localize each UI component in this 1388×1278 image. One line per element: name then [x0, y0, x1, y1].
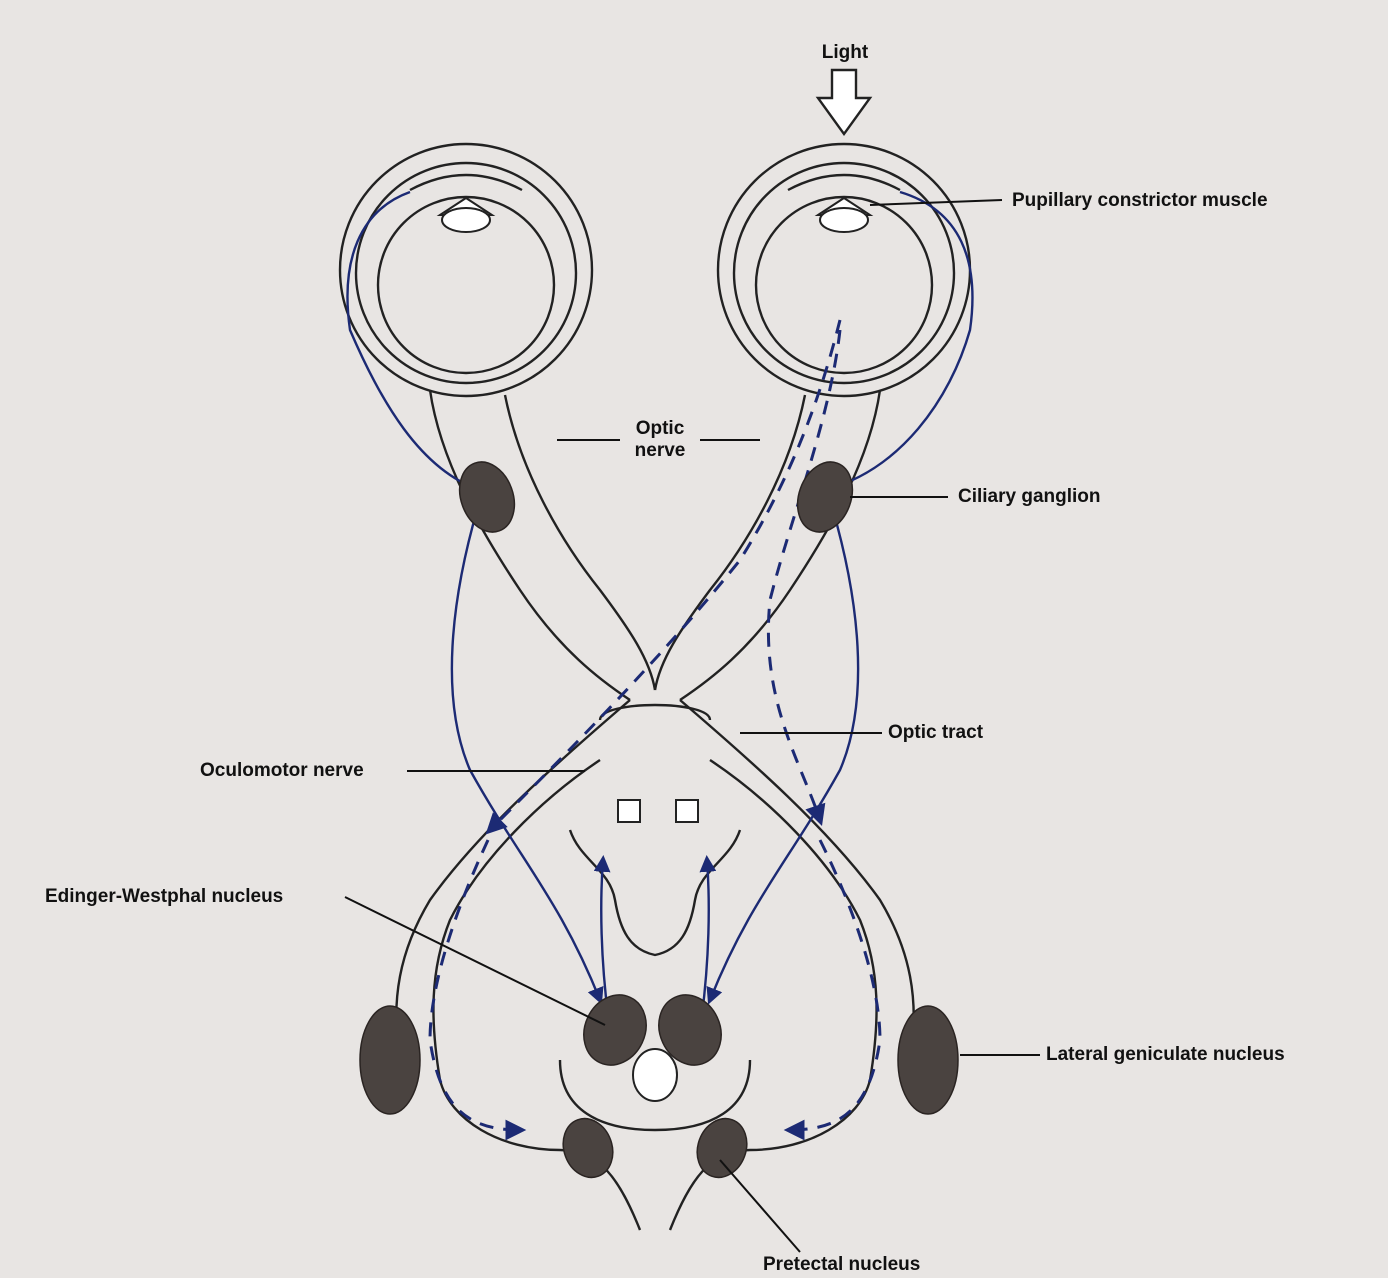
ciliary-ganglion-label: Ciliary ganglion — [958, 486, 1101, 508]
optic-nerve-label-line2: nerve — [620, 440, 700, 462]
light-arrow — [818, 70, 870, 134]
pretectal-nucleus-label: Pretectal nucleus — [763, 1254, 920, 1276]
right-eyeball — [718, 144, 970, 396]
oculomotor-nerve-label: Oculomotor nerve — [200, 760, 364, 782]
efferent-pathways — [348, 192, 973, 1030]
left-ciliary-ganglion — [450, 454, 523, 539]
optic-tract-label: Optic tract — [888, 722, 983, 744]
pupillary-constrictor-muscle-label: Pupillary constrictor muscle — [1012, 190, 1268, 212]
light-label: Light — [805, 42, 885, 64]
optic-nerve-label-line1: Optic — [620, 418, 700, 440]
optic-nerve-label: Optic nerve — [620, 418, 700, 462]
lateral-geniculate-nucleus-label: Lateral geniculate nucleus — [1046, 1044, 1285, 1066]
edinger-westphal-nucleus-label: Edinger-Westphal nucleus — [45, 886, 283, 908]
right-lateral-geniculate-nucleus — [898, 1006, 958, 1114]
left-eyeball — [340, 144, 592, 396]
left-lateral-geniculate-nucleus — [360, 1006, 420, 1114]
